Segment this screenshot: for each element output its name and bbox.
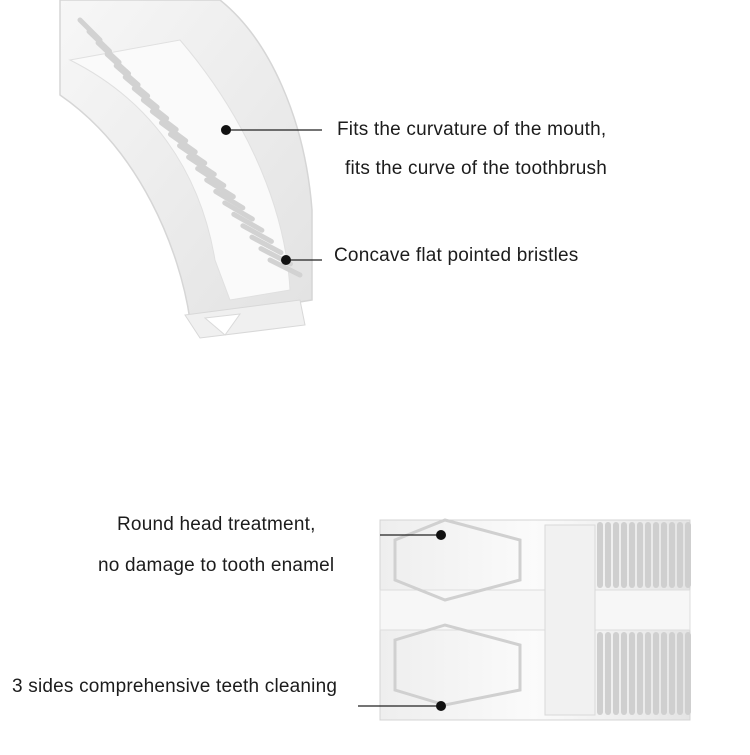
bristle [231,211,265,233]
u-shaped-head [59,0,313,339]
bristle [213,188,246,211]
marker-dot-three-sides [436,701,446,711]
callout-markers [221,125,446,711]
bristle [240,223,274,244]
bristle [267,257,303,278]
bristle [195,166,227,188]
bristle [149,108,179,133]
bristle [122,74,151,99]
callout-round-head-line2: no damage to tooth enamel [98,555,335,576]
bristle [204,177,236,200]
bristle [222,200,255,222]
callout-curvature-line1: Fits the curvature of the mouth, [337,119,607,140]
bristle-rows [77,17,303,278]
bristle [158,120,189,144]
callout-three-sides: 3 sides comprehensive teeth cleaning [12,676,338,697]
bristle [186,154,217,177]
marker-dot-bristles [281,255,291,265]
bristle [131,86,160,110]
bristle [249,234,284,256]
callout-round-head-line1: Round head treatment, [117,514,316,535]
bristle [140,97,170,121]
bristle [167,131,198,155]
bristle [113,63,141,88]
bristle [177,143,208,166]
callout-curvature-line2: fits the curve of the toothbrush [345,158,607,179]
bristle-columns [597,522,691,715]
marker-dot-round-head [436,530,446,540]
callout-bristles: Concave flat pointed bristles [334,245,579,266]
marker-dot-curvature [221,125,231,135]
side-view-head [379,518,691,721]
